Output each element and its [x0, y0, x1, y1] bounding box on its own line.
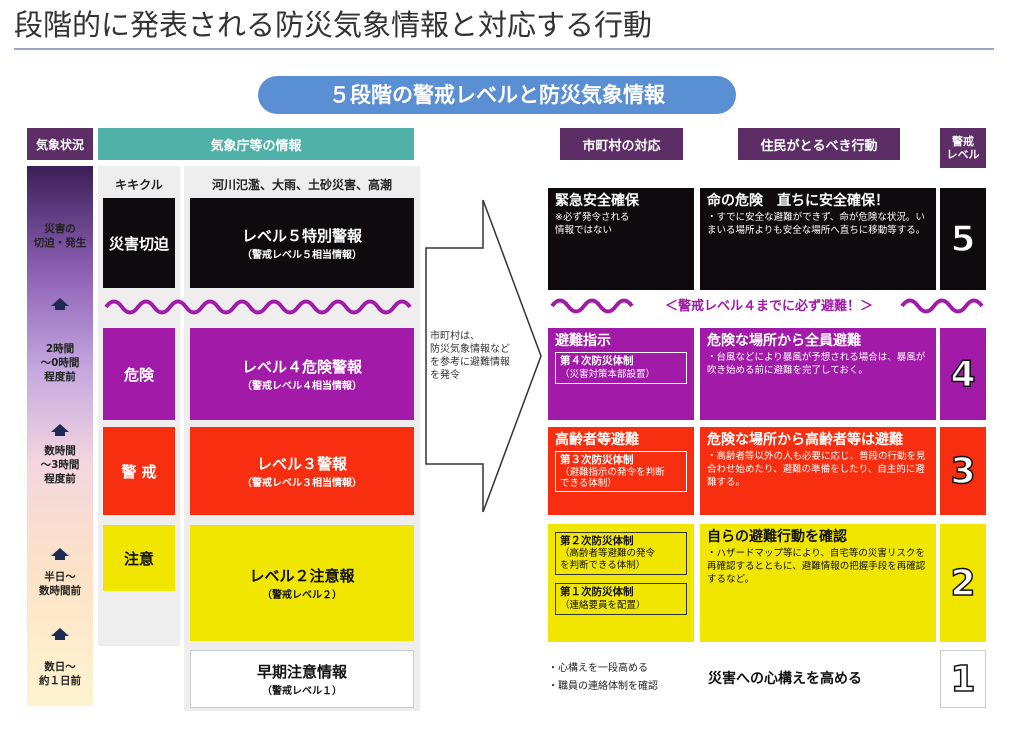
warning-main: 早期注意情報	[256, 663, 347, 681]
municipal-l5-note: ※必ず発令される 情報ではない	[555, 212, 630, 236]
resident-l1-head: 災害への心構えを高める	[708, 671, 862, 687]
municipality-header: 市町村の対応	[560, 128, 683, 160]
evacuation-banner: ＜警戒レベル４までに必ず避難！＞	[664, 299, 873, 314]
warning-main: レベル５特別警報	[241, 227, 362, 245]
municipal-l3-box: 第３次防災体制 （避難指示の発令を判断 できる体制）	[555, 451, 687, 492]
municipal-l5-head: 緊急安全確保	[555, 193, 639, 209]
river-header: 河川氾濫、大雨、土砂災害、高潮	[211, 177, 392, 192]
flow-arrow-icon	[425, 199, 542, 513]
warning-sub: （警戒レベル４相当情報）	[242, 381, 362, 392]
municipal-l5: 緊急安全確保 ※必ず発令される 情報ではない	[548, 188, 694, 290]
level-header: 警戒 レベル	[940, 128, 986, 168]
municipal-l2-box1-title: 第２次防災体制	[560, 535, 634, 547]
level-5-badge: 5	[940, 188, 986, 290]
municipal-l1-item: ・職員の連絡体制を確認	[548, 681, 658, 692]
resident-l4-head: 危険な場所から全員避難	[707, 333, 861, 349]
resident-header: 住民がとるべき行動	[738, 128, 900, 160]
municipal-l3: 高齢者等避難 第３次防災体制 （避難指示の発令を判断 できる体制）	[548, 427, 694, 515]
resident-l5-head: 命の危険 直ちに安全確保！	[707, 193, 889, 209]
warning-level4: レベル４危険警報 （警戒レベル４相当情報）	[190, 328, 414, 420]
resident-l4: 危険な場所から全員避難 ・台風などにより暴風が予想される場合は、暴風が吹き始める…	[700, 328, 936, 420]
timeline-label: 数日～ 約１日前	[39, 661, 81, 687]
resident-l3: 危険な場所から高齢者等は避難 ・高齢者等以外の人も必要に応じ、普段の行動を見合わ…	[700, 427, 936, 515]
level-2-badge: 2	[940, 524, 986, 642]
municipal-l2: 第２次防災体制 （高齢者等避難の発令 を判断できる体制） 第１次防災体制 （連絡…	[548, 524, 694, 642]
resident-l5: 命の危険 直ちに安全確保！ ・すでに安全な避難ができず、命が危険な状況。いまいる…	[700, 188, 936, 290]
timeline-label: 2時間 ～0時間 程度前	[40, 343, 80, 383]
up-arrow-icon	[51, 548, 69, 560]
municipal-l4: 避難指示 第４次防災体制 （災害対策本部設置）	[548, 328, 694, 420]
kikikuru-header: キキクル	[115, 177, 163, 192]
page-title: 段階的に発表される防災気象情報と対応する行動	[14, 8, 653, 42]
kikikuru-level3: 警 戒	[103, 427, 175, 515]
municipal-l2-box2-sub: （連絡要員を配置）	[560, 600, 646, 611]
timeline-label: 数時間 ～3時間 程度前	[40, 445, 80, 485]
municipal-l2-box2-title: 第１次防災体制	[560, 586, 634, 598]
resident-l3-note: ・高齢者等以外の人も必要に応じ、普段の行動を見合わせ始めたり、避難の準備をしたり…	[707, 451, 926, 488]
level-1-badge: 1	[940, 650, 986, 708]
municipal-l3-head: 高齢者等避難	[555, 432, 639, 448]
level-4-badge: 4	[940, 328, 986, 420]
warning-sub: （警戒レベル５相当情報）	[242, 250, 362, 261]
municipal-l2-box1: 第２次防災体制 （高齢者等避難の発令 を判断できる体制）	[555, 532, 687, 575]
municipal-l4-box: 第４次防災体制 （災害対策本部設置）	[555, 352, 687, 384]
resident-l2: 自らの避難行動を確認 ・ハザードマップ等により、自宅等の災害リスクを再確認すると…	[700, 524, 936, 642]
kikikuru-level4: 危険	[103, 328, 175, 420]
municipal-l3-box-title: 第３次防災体制	[560, 454, 634, 466]
level-3-badge: 3	[940, 427, 986, 515]
wavy-divider	[104, 299, 412, 315]
warning-level3: レベル３警報 （警戒レベル３相当情報）	[190, 427, 414, 515]
wavy-divider	[900, 298, 984, 314]
weather-status-header: 気象状況	[27, 128, 93, 160]
timeline-label: 半日～ 数時間前	[39, 571, 81, 597]
municipal-l3-box-sub: （避難指示の発令を判断 できる体制）	[560, 467, 665, 489]
kikikuru-level5: 災害切迫	[103, 198, 175, 288]
banner-title: ５段階の警戒レベルと防災気象情報	[258, 76, 736, 114]
up-arrow-icon	[51, 424, 69, 436]
municipal-l1-item: ・心構えを一段高める	[548, 663, 648, 674]
municipal-l2-box2: 第１次防災体制 （連絡要員を配置）	[555, 583, 687, 615]
warning-main: レベル３警報	[256, 455, 347, 473]
warning-sub: （警戒レベル３相当情報）	[242, 478, 362, 489]
title-divider	[14, 48, 994, 50]
up-arrow-icon	[51, 628, 69, 640]
timeline-gradient	[27, 166, 93, 706]
resident-l4-note: ・台風などにより暴風が予想される場合は、暴風が吹き始める前に避難を完了しておく。	[707, 352, 926, 376]
timeline-label: 災害の 切迫・発生	[33, 223, 87, 249]
kikikuru-level2: 注意	[103, 525, 175, 591]
warning-level2: レベル２注意報 （警戒レベル２）	[190, 525, 414, 641]
warning-sub: （警戒レベル２）	[262, 590, 342, 601]
municipal-l2-box1-sub: （高齢者等避難の発令 を判断できる体制）	[560, 548, 656, 571]
warning-main: レベル４危険警報	[241, 358, 362, 376]
resident-l3-head: 危険な場所から高齢者等は避難	[707, 432, 903, 448]
resident-l5-note: ・すでに安全な避難ができず、命が危険な状況。いまいる場所よりも安全な場所へ直ちに…	[707, 212, 926, 236]
municipal-l4-box-title: 第４次防災体制	[560, 355, 634, 367]
resident-l2-note: ・ハザードマップ等により、自宅等の災害リスクを再確認するとともに、避難情報の把握…	[707, 548, 926, 585]
warning-main: レベル２注意報	[249, 567, 355, 585]
wavy-divider	[550, 298, 634, 314]
municipal-l4-head: 避難指示	[555, 333, 611, 349]
resident-l2-head: 自らの避難行動を確認	[707, 529, 847, 545]
municipal-l1: ・心構えを一段高める ・職員の連絡体制を確認	[548, 660, 694, 704]
municipal-l4-box-sub: （災害対策本部設置）	[560, 369, 656, 380]
jma-info-header: 気象庁等の情報	[98, 128, 414, 160]
warning-sub: （警戒レベル１）	[262, 686, 342, 697]
up-arrow-icon	[51, 298, 69, 310]
warning-level5: レベル５特別警報 （警戒レベル５相当情報）	[190, 198, 414, 288]
arrow-note: 市町村は、 防災気象情報など を参考に避難情報 を発令	[430, 331, 510, 381]
warning-level1: 早期注意情報 （警戒レベル１）	[190, 650, 414, 708]
